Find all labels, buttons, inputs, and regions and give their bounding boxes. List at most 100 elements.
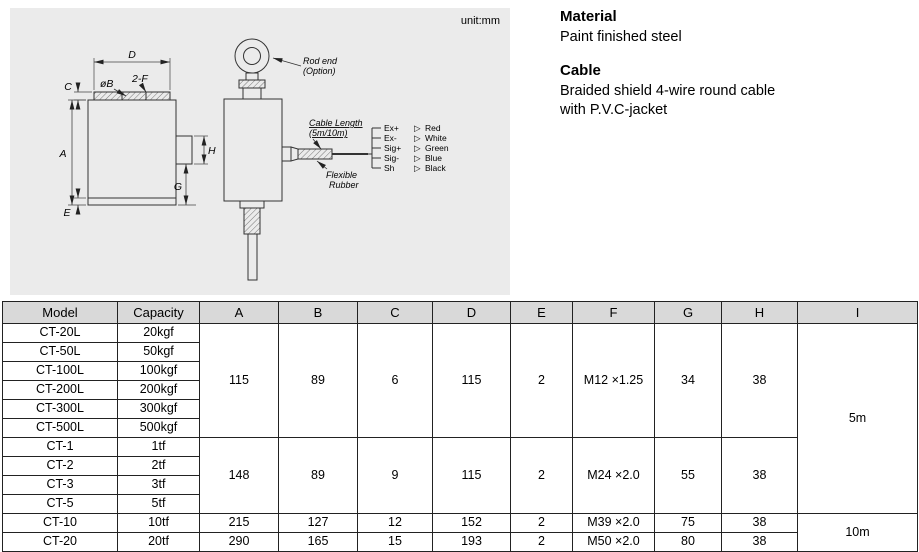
- model-cell: CT-50L: [2, 342, 118, 362]
- dim-g: G: [174, 181, 182, 193]
- capacity-cell: 100kgf: [117, 361, 200, 381]
- column-header-b: B: [278, 301, 358, 324]
- column-header-capacity: Capacity: [117, 301, 200, 324]
- lower-rod: [247, 233, 258, 281]
- dim-cell-g: 75: [654, 513, 722, 533]
- model-cell: CT-20L: [2, 323, 118, 343]
- wire-row: Sh ▷ Black: [372, 163, 447, 173]
- dim-cell-b: 127: [278, 513, 358, 533]
- dim-d: D: [128, 49, 136, 61]
- dim-cell-e: 2: [510, 323, 573, 438]
- model-cell: CT-300L: [2, 399, 118, 419]
- body-front: [87, 99, 177, 199]
- wire-row: Ex- ▷ White: [372, 133, 447, 143]
- dim-cell-b: 165: [278, 532, 358, 552]
- dim-c: C: [64, 81, 72, 93]
- dim-cell-a: 115: [199, 323, 279, 438]
- capacity-cell: 300kgf: [117, 399, 200, 419]
- column-header-c: C: [357, 301, 433, 324]
- dim-h: H: [208, 145, 216, 157]
- top-cap: [93, 91, 171, 101]
- dim-cell-c: 9: [357, 437, 433, 514]
- dim-cell-h: 38: [721, 323, 798, 438]
- dim-cell-e: 2: [510, 437, 573, 514]
- column-header-a: A: [199, 301, 279, 324]
- dim-e: E: [63, 207, 71, 219]
- flexible-rubber-bellows: [297, 148, 333, 160]
- wire-signal: Sig-: [384, 153, 399, 163]
- rod-end-label: Rod end: [303, 56, 338, 66]
- dim-cell-d: 152: [432, 513, 511, 533]
- dim-cell-h: 38: [721, 532, 798, 552]
- cable-text-line1: Braided shield 4-wire round cable: [560, 82, 776, 99]
- dim-cell-g: 55: [654, 437, 722, 514]
- dim-cell-c: 6: [357, 323, 433, 438]
- cable-length-label: Cable Length: [309, 118, 363, 128]
- dim-cell-d: 115: [432, 323, 511, 438]
- model-cell: CT-100L: [2, 361, 118, 381]
- wire-color-marker-icon: ▷: [414, 133, 421, 143]
- info-panel: Material Paint finished steel Cable Brai…: [560, 8, 910, 121]
- model-cell: CT-5: [2, 494, 118, 514]
- annotations: Rod end (Option) Cable Length (5m/10m) F…: [272, 56, 363, 190]
- material-text: Paint finished steel: [560, 29, 682, 45]
- capacity-cell: 10tf: [117, 513, 200, 533]
- wire-signal: Sh: [384, 163, 395, 173]
- model-cell: CT-20: [2, 532, 118, 552]
- capacity-cell: 500kgf: [117, 418, 200, 438]
- dim-cell-g: 80: [654, 532, 722, 552]
- dim-cell-f: M24 ×2.0: [572, 437, 655, 514]
- capacity-cell: 200kgf: [117, 380, 200, 400]
- model-cell: CT-1: [2, 437, 118, 457]
- wire-row: Sig- ▷ Blue: [372, 153, 442, 163]
- wire-signal: Ex+: [384, 123, 399, 133]
- dim-cell-h: 38: [721, 437, 798, 514]
- column-header-f: F: [572, 301, 655, 324]
- dim-cell-f: M39 ×2.0: [572, 513, 655, 533]
- dim-cell-h: 38: [721, 513, 798, 533]
- capacity-cell: 20tf: [117, 532, 200, 552]
- wire-signal: Sig+: [384, 143, 401, 153]
- threaded-stud: [243, 207, 261, 235]
- wire-color: Red: [425, 123, 441, 133]
- wire-row: Sig+ ▷ Green: [372, 143, 449, 153]
- column-header-i: I: [797, 301, 918, 324]
- capacity-cell: 1tf: [117, 437, 200, 457]
- dim-cell-a: 148: [199, 437, 279, 514]
- technical-drawing-panel: unit:mm D C: [10, 8, 510, 295]
- column-header-d: D: [432, 301, 511, 324]
- model-cell: CT-10: [2, 513, 118, 533]
- column-header-model: Model: [2, 301, 118, 324]
- dim-cell-d: 193: [432, 532, 511, 552]
- dim-cell-g: 34: [654, 323, 722, 438]
- model-cell: CT-200L: [2, 380, 118, 400]
- dim-cell-a: 290: [199, 532, 279, 552]
- body-side: [223, 98, 283, 202]
- load-cell-drawing: unit:mm D C: [58, 15, 500, 281]
- cable-heading: Cable: [560, 61, 601, 79]
- wire-breakout: Ex+ ▷ Red Ex- ▷ White Sig+ ▷ Green: [368, 123, 449, 173]
- capacity-cell: 20kgf: [117, 323, 200, 343]
- column-header-g: G: [654, 301, 722, 324]
- cable-length-value-label: (5m/10m): [309, 128, 348, 138]
- dim-cell-f: M50 ×2.0: [572, 532, 655, 552]
- model-cell: CT-500L: [2, 418, 118, 438]
- material-heading: Material: [560, 8, 617, 25]
- wire-color-marker-icon: ▷: [414, 143, 421, 153]
- dimension-lines-left: D C øB 2-F A: [58, 49, 216, 219]
- bottom-rim: [87, 197, 177, 206]
- cable-text-line2: with P.V.C-jacket: [560, 102, 668, 119]
- column-header-h: H: [721, 301, 798, 324]
- wire-color: Black: [425, 163, 447, 173]
- flexible-rubber-label2: Rubber: [329, 180, 360, 190]
